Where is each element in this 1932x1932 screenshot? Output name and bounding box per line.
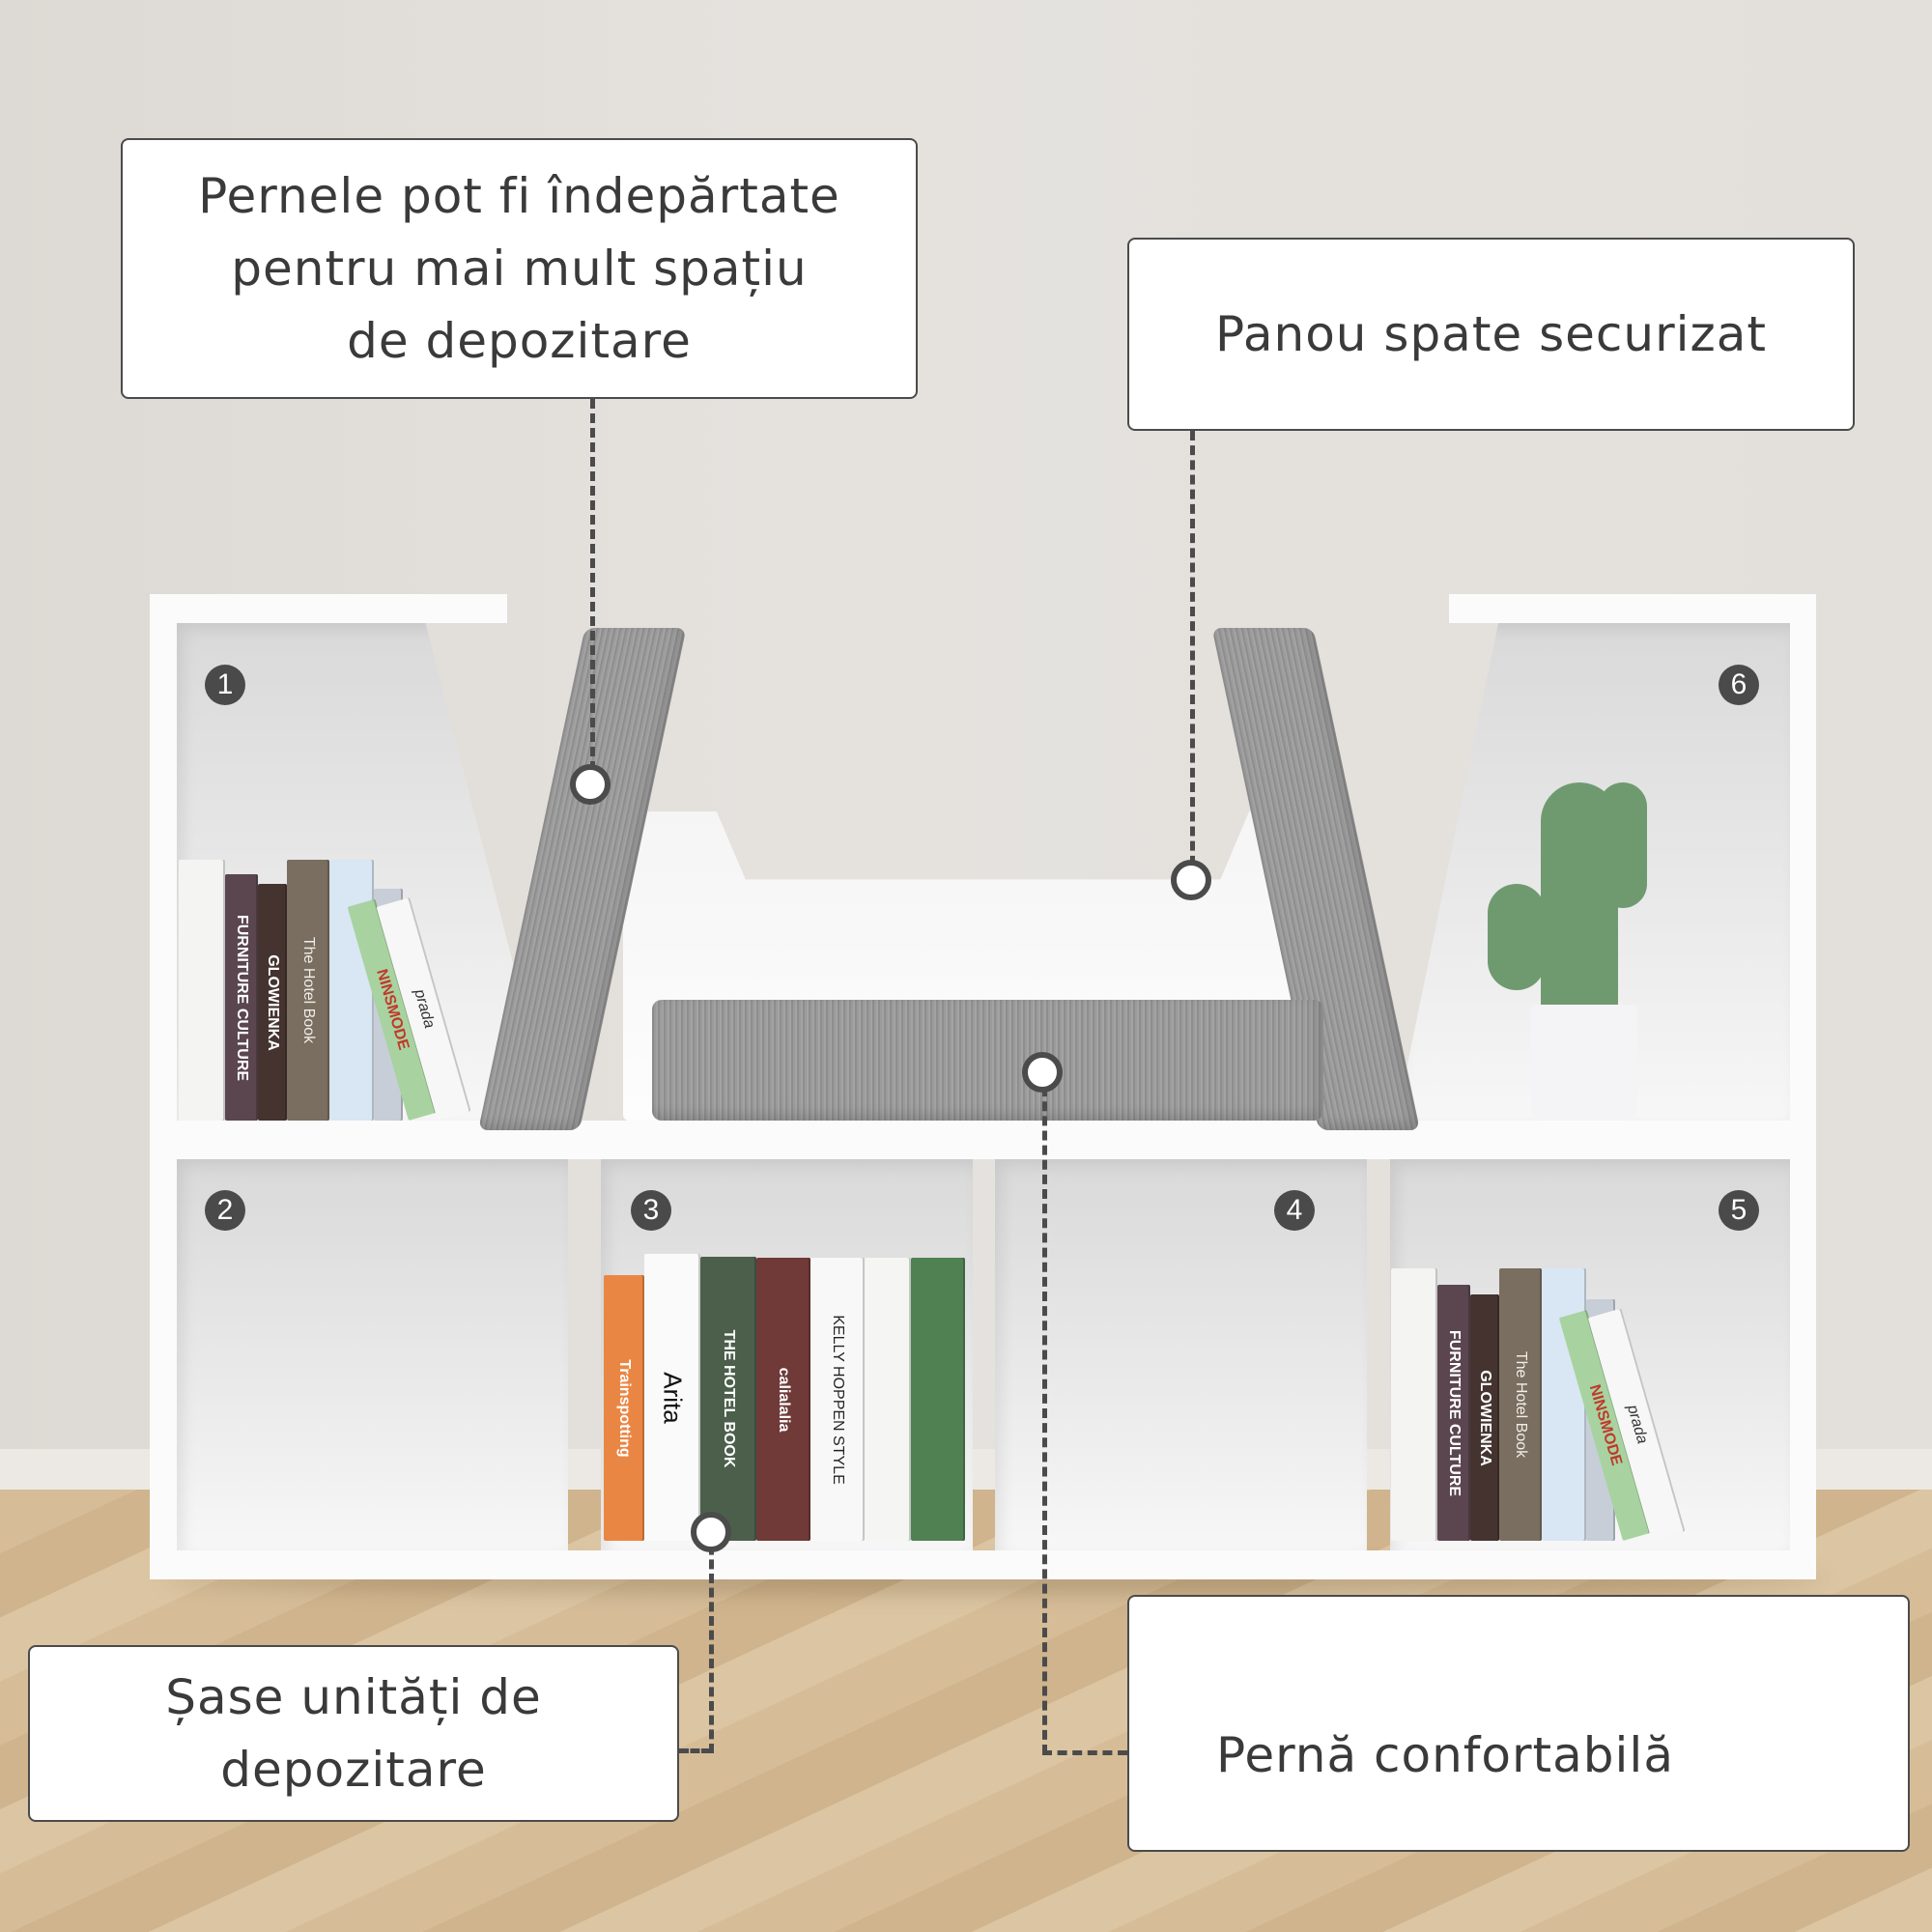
compartment-badge-1: 1 [205,665,245,705]
connector-line-back-panel [1190,431,1195,880]
book: GLOWIENKA [1470,1294,1499,1541]
connector-line-cushions [590,399,595,785]
book: The Hotel Book [1499,1268,1542,1541]
books-shelf-3: Trainspotting Arita THE HOTEL BOOK calia… [604,1251,971,1541]
top-right-board [1449,594,1816,623]
book: FURNITURE CULTURE [1437,1285,1470,1541]
book: The Hotel Book [287,860,329,1121]
compartment-2 [177,1159,568,1550]
book [865,1258,911,1541]
cactus-left-arm [1488,884,1546,990]
book: THE HOTEL BOOK [700,1257,756,1541]
cactus-right-arm [1599,782,1647,908]
book [329,860,374,1121]
compartment-badge-3: 3 [631,1190,671,1231]
marker-dot-cushion [570,764,611,805]
plant-pot [1531,1005,1637,1121]
compartment-badge-2: 2 [205,1190,245,1231]
marker-dot-seat-cushion [1022,1052,1063,1093]
callout-comfortable-cushion: Pernă confortabilă [1127,1595,1910,1852]
connector-line-storage [709,1531,714,1753]
books-shelf-1: FURNITURE CULTURE GLOWIENKA The Hotel Bo… [179,836,565,1121]
book [179,860,225,1121]
book [1542,1268,1586,1541]
book: KELLY HOPPEN STYLE [810,1258,865,1541]
marker-dot-back-panel [1171,860,1211,900]
connector-line-storage-horizontal [679,1748,711,1753]
callout-secure-back-panel: Panou spate securizat [1127,238,1855,431]
callout-six-storage-units: Șase unități de depozitare [28,1645,679,1822]
book: calialalia [756,1258,810,1541]
book [911,1258,965,1541]
book: GLOWIENKA [258,884,287,1121]
top-left-board [150,594,507,623]
seat-cushion [652,1000,1323,1121]
book [1391,1268,1437,1541]
compartment-badge-6: 6 [1719,665,1759,705]
cactus-decoration [1488,782,1681,1121]
bookshelf: FURNITURE CULTURE GLOWIENKA The Hotel Bo… [150,594,1816,1579]
compartment-badge-4: 4 [1274,1190,1315,1231]
marker-dot-storage [691,1512,731,1552]
bottom-board [150,1550,1816,1579]
book: Trainspotting [604,1275,644,1541]
connector-line-seat-cushion [1042,1072,1047,1754]
left-side-panel [150,613,177,1579]
book: FURNITURE CULTURE [225,874,258,1121]
right-side-panel [1790,613,1816,1579]
books-shelf-5: FURNITURE CULTURE GLOWIENKA The Hotel Bo… [1391,1251,1777,1541]
middle-shelf [177,1121,1790,1159]
callout-removable-cushions: Pernele pot fi îndepărtate pentru mai mu… [121,138,918,399]
book: Arita [644,1254,700,1541]
compartment-badge-5: 5 [1719,1190,1759,1231]
connector-line-seat-horizontal [1042,1750,1127,1755]
